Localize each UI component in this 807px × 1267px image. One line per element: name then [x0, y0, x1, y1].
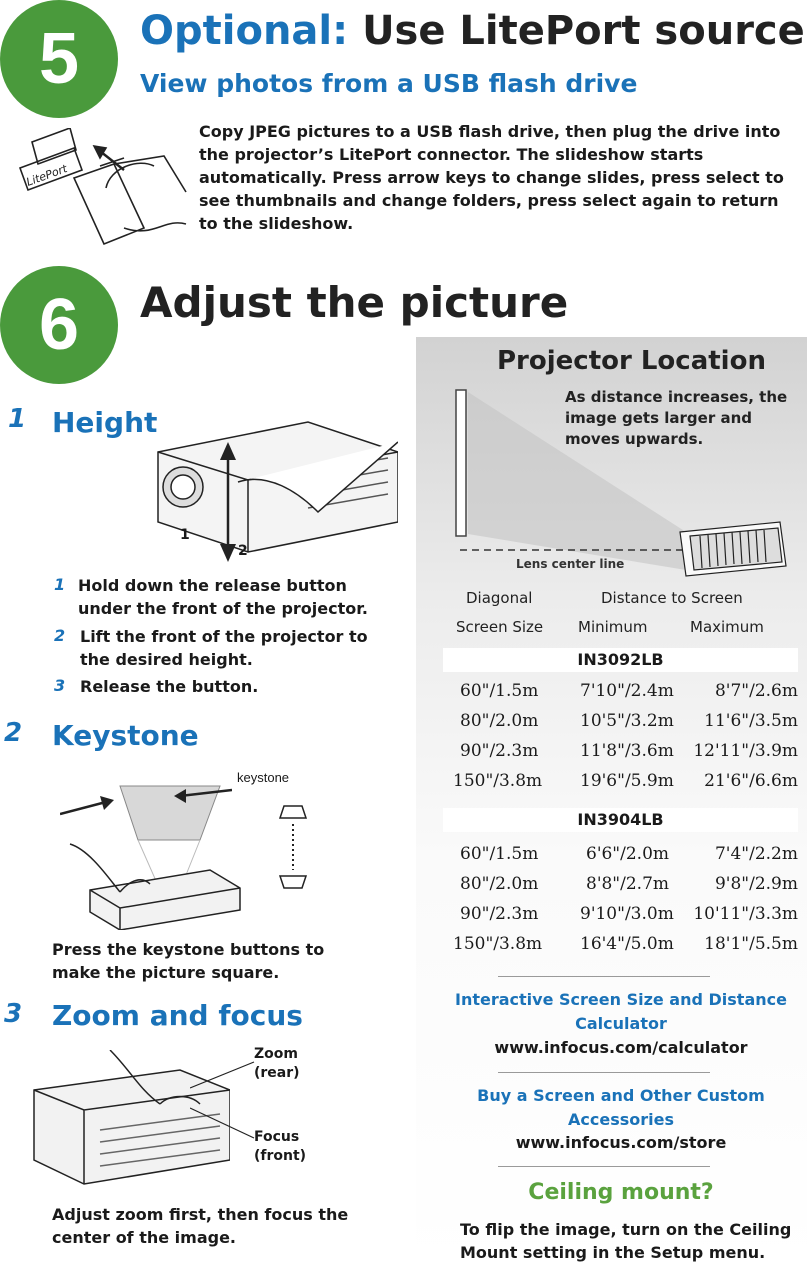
table-cell-min: 6'6"/2.0m [586, 844, 670, 864]
focus-front-label: Focus (front) [254, 1129, 307, 1164]
table-row: 80"/2.0m 10'5"/3.2m 11'6"/3.5m [443, 711, 798, 741]
model-name: IN3904LB [577, 810, 664, 829]
table-cell-size: 60"/1.5m [460, 681, 539, 701]
store-title: Buy a Screen and Other Custom Accessorie… [477, 1086, 765, 1129]
table-cell-min: 7'10"/2.4m [580, 681, 674, 701]
step-5-body: Copy JPEG pictures to a USB flash drive,… [199, 122, 784, 233]
height-callout-2: 2 [238, 543, 248, 559]
table-row: 150"/3.8m 16'4"/5.0m 18'1"/5.5m [443, 934, 798, 964]
table-cell-min: 19'6"/5.9m [580, 771, 674, 791]
height-substep-1-number: 1 [54, 575, 66, 594]
table-cell-max: 11'6"/3.5m [704, 711, 798, 731]
table-cell-max: 21'6"/6.6m [704, 771, 798, 791]
model-band [443, 648, 798, 672]
liteport-label: LitePort [25, 162, 70, 189]
projector-distance-diagram [450, 386, 800, 586]
divider [498, 976, 710, 977]
keystone-pointer-arrow [172, 776, 232, 806]
calculator-url[interactable]: www.infocus.com/calculator [494, 1038, 748, 1057]
height-callout-1: 1 [180, 527, 190, 543]
ceiling-mount-body: To flip the image, turn on the Ceiling M… [460, 1220, 792, 1262]
store-url[interactable]: www.infocus.com/store [515, 1133, 727, 1152]
table-cell-size: 150"/3.8m [453, 934, 543, 954]
table-cell-min: 11'8"/3.6m [580, 741, 674, 761]
optional-label: Optional: [140, 8, 349, 54]
table-cell-size: 80"/2.0m [460, 711, 539, 731]
usb-drive-illustration: LitePort [14, 128, 194, 258]
step-5-title-text: Use LitePort source [362, 8, 805, 54]
table-row: 60"/1.5m 6'6"/2.0m 7'4"/2.2m [443, 844, 798, 874]
distance-table: 60"/1.5m 6'6"/2.0m 7'4"/2.2m 80"/2.0m 8'… [443, 844, 798, 964]
height-step-number: 1 [8, 404, 27, 434]
table-cell-min: 16'4"/5.0m [580, 934, 674, 954]
height-substep-2-number: 2 [54, 626, 66, 645]
divider [498, 1166, 710, 1167]
table-row: 60"/1.5m 7'10"/2.4m 8'7"/2.6m [443, 681, 798, 711]
table-cell-max: 8'7"/2.6m [714, 681, 798, 701]
zoom-focus-illustration [30, 1050, 230, 1190]
calculator-title: Interactive Screen Size and Distance Cal… [455, 990, 787, 1033]
height-substep-3-number: 3 [54, 676, 66, 695]
model-name: IN3092LB [577, 650, 664, 669]
diagonal-header: Diagonal [466, 589, 533, 607]
table-cell-size: 60"/1.5m [460, 844, 539, 864]
projector-location-note: As distance increases, the image gets la… [565, 388, 788, 448]
table-cell-min: 8'8"/2.7m [586, 874, 670, 894]
maximum-header: Maximum [690, 618, 764, 636]
keystone-illustration [60, 780, 250, 930]
height-substep-3-text: Release the button. [80, 677, 259, 696]
table-cell-max: 18'1"/5.5m [704, 934, 798, 954]
divider [498, 1072, 710, 1073]
minimum-header: Minimum [578, 618, 648, 636]
zoom-focus-leader-lines [190, 1058, 260, 1148]
step-6-badge: 6 [0, 266, 118, 384]
step-5-title: Optional: Use LitePort source [140, 8, 805, 54]
model-band [443, 808, 798, 832]
height-substep-2-text: Lift the front of the projector to the d… [80, 627, 368, 669]
keystone-label: keystone [237, 770, 290, 785]
height-heading: Height [52, 406, 158, 439]
table-cell-max: 9'8"/2.9m [714, 874, 798, 894]
step-5-subtitle: View photos from a USB flash drive [140, 69, 638, 98]
table-cell-size: 90"/2.3m [460, 904, 539, 924]
screen-size-header: Screen Size [456, 618, 544, 636]
zoom-heading: Zoom and focus [52, 999, 303, 1032]
table-cell-size: 80"/2.0m [460, 874, 539, 894]
table-cell-size: 150"/3.8m [453, 771, 543, 791]
step-6-title: Adjust the picture [140, 278, 569, 327]
keystone-step-number: 2 [4, 718, 23, 748]
lens-center-line-label: Lens center line [516, 557, 625, 571]
projector-height-illustration [148, 412, 398, 572]
table-cell-max: 7'4"/2.2m [714, 844, 798, 864]
table-cell-min: 10'5"/3.2m [580, 711, 674, 731]
step-5-badge: 5 [0, 0, 118, 118]
distance-header: Distance to Screen [601, 589, 743, 607]
keystone-shape-icons [278, 804, 308, 894]
keystone-body: Press the keystone buttons to make the p… [52, 940, 325, 982]
table-row: 90"/2.3m 11'8"/3.6m 12'11"/3.9m [443, 741, 798, 771]
table-cell-max: 12'11"/3.9m [693, 741, 798, 761]
table-cell-size: 90"/2.3m [460, 741, 539, 761]
table-cell-max: 10'11"/3.3m [693, 904, 798, 924]
table-cell-min: 9'10"/3.0m [580, 904, 674, 924]
table-row: 150"/3.8m 19'6"/5.9m 21'6"/6.6m [443, 771, 798, 801]
ceiling-mount-title: Ceiling mount? [528, 1180, 714, 1205]
projector-location-title: Projector Location [497, 346, 766, 376]
zoom-body: Adjust zoom first, then focus the center… [52, 1205, 349, 1247]
height-substep-1-text: Hold down the release button under the f… [78, 576, 368, 618]
keystone-heading: Keystone [52, 719, 199, 752]
distance-table: 60"/1.5m 7'10"/2.4m 8'7"/2.6m 80"/2.0m 1… [443, 681, 798, 801]
table-row: 80"/2.0m 8'8"/2.7m 9'8"/2.9m [443, 874, 798, 904]
table-row: 90"/2.3m 9'10"/3.0m 10'11"/3.3m [443, 904, 798, 934]
zoom-step-number: 3 [4, 999, 23, 1029]
zoom-rear-label: Zoom (rear) [254, 1046, 300, 1081]
